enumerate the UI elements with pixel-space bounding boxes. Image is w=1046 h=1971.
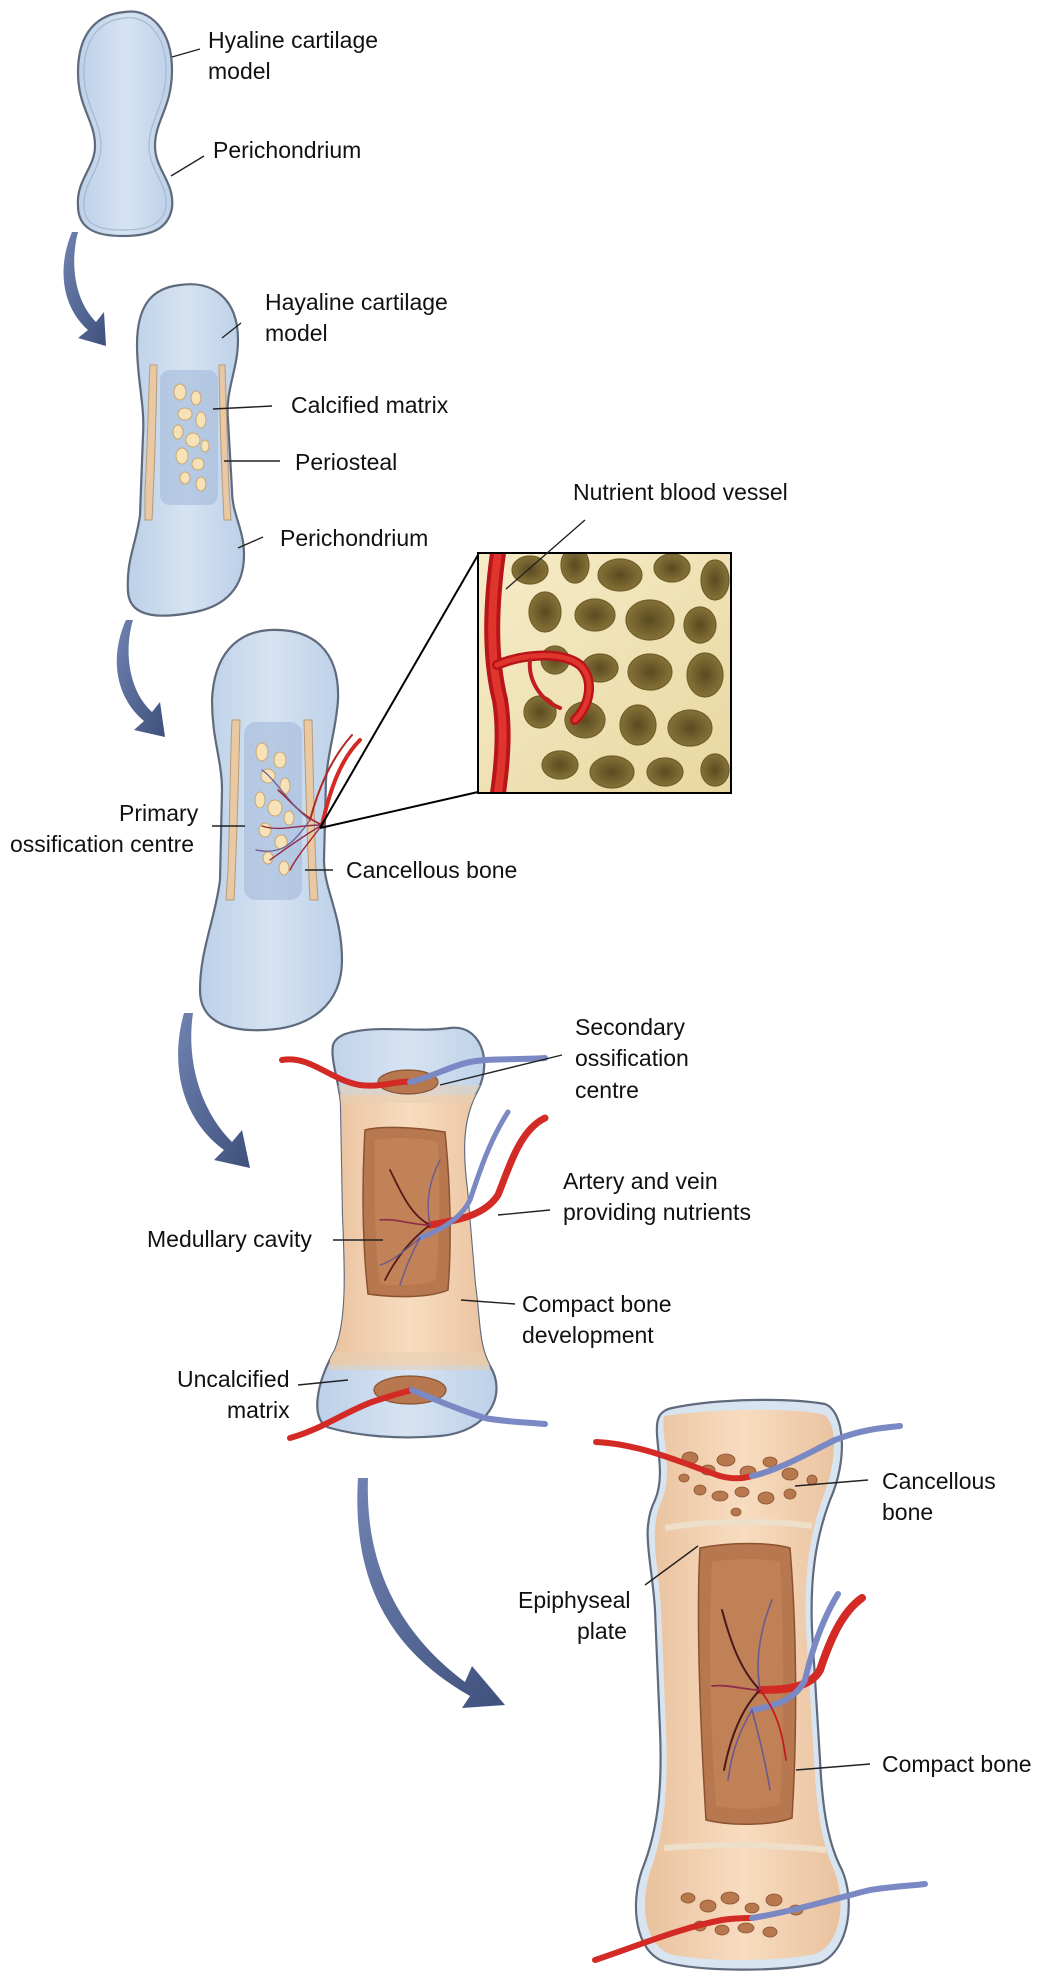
hyaline-cartilage-shape — [78, 12, 172, 236]
label-hyaline-cartilage-model: model — [208, 58, 271, 84]
label-medullary-cavity: Medullary cavity — [147, 1226, 312, 1252]
label-perichondrium-1: Perichondrium — [213, 137, 361, 163]
label-providing-nutrients: providing nutrients — [563, 1199, 751, 1225]
label-secondary: Secondary — [575, 1014, 685, 1040]
label-compact-bone-development-1: Compact bone — [522, 1291, 672, 1317]
label-uncalcified: Uncalcified — [177, 1366, 290, 1392]
stage5-mature-bone — [595, 1400, 925, 1970]
label-hayaline-model: model — [265, 320, 328, 346]
label-secondary-centre: centre — [575, 1077, 639, 1103]
label-periosteal: Periosteal — [295, 449, 397, 475]
stage1-cartilage-model — [78, 12, 172, 236]
label-cancellous-bone-5: Cancellous — [882, 1468, 996, 1494]
arrow-2 — [117, 620, 165, 737]
stage4-developing-bone — [282, 1028, 545, 1438]
label-epiphyseal: Epiphyseal — [518, 1587, 631, 1613]
label-calcified-matrix: Calcified matrix — [291, 392, 449, 418]
arrow-1 — [64, 232, 106, 346]
label-compact-bone: Compact bone — [882, 1751, 1032, 1777]
label-epiphyseal-plate: plate — [577, 1618, 627, 1644]
arrow-4 — [357, 1478, 505, 1708]
label-compact-bone-development-2: development — [522, 1322, 654, 1348]
label-hayaline-cartilage: Hayaline cartilage — [265, 289, 448, 315]
label-cancellous-bone-5-line2: bone — [882, 1499, 933, 1525]
label-cancellous-bone-3: Cancellous bone — [346, 857, 517, 883]
label-uncalcified-matrix: matrix — [227, 1397, 290, 1423]
cancellous-bone-inset — [478, 547, 731, 793]
label-nutrient-blood-vessel: Nutrient blood vessel — [573, 479, 788, 505]
label-secondary-ossification: ossification — [575, 1045, 689, 1071]
arrow-3 — [178, 1013, 250, 1168]
stage3-bone-model — [200, 630, 360, 1030]
zoom-lines — [320, 555, 478, 828]
stage2-labels: Hayaline cartilage model Calcified matri… — [213, 289, 449, 551]
label-hyaline-cartilage: Hyaline cartilage — [208, 27, 378, 53]
label-primary: Primary — [119, 800, 199, 826]
label-artery-vein: Artery and vein — [563, 1168, 718, 1194]
stage1-labels: Hyaline cartilage model Perichondrium — [171, 27, 378, 176]
label-ossification-centre: ossification centre — [10, 831, 194, 857]
label-perichondrium-2: Perichondrium — [280, 525, 428, 551]
